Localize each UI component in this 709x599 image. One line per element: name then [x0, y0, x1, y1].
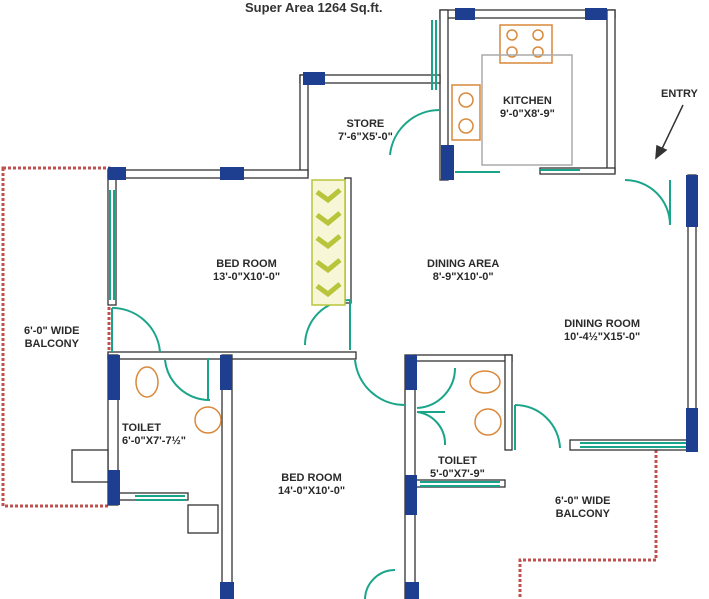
- structural-columns: [108, 8, 698, 599]
- super-area-title: Super Area 1264 Sq.ft.: [245, 0, 383, 15]
- right-balcony-outline: [518, 450, 658, 599]
- left-balcony-outline: [1, 166, 111, 508]
- entry-arrow-icon: [655, 104, 684, 160]
- doors-and-windows: [109, 20, 686, 599]
- staircase: [311, 179, 346, 306]
- entry-label: ENTRY: [661, 88, 698, 100]
- fixtures: [135, 24, 573, 436]
